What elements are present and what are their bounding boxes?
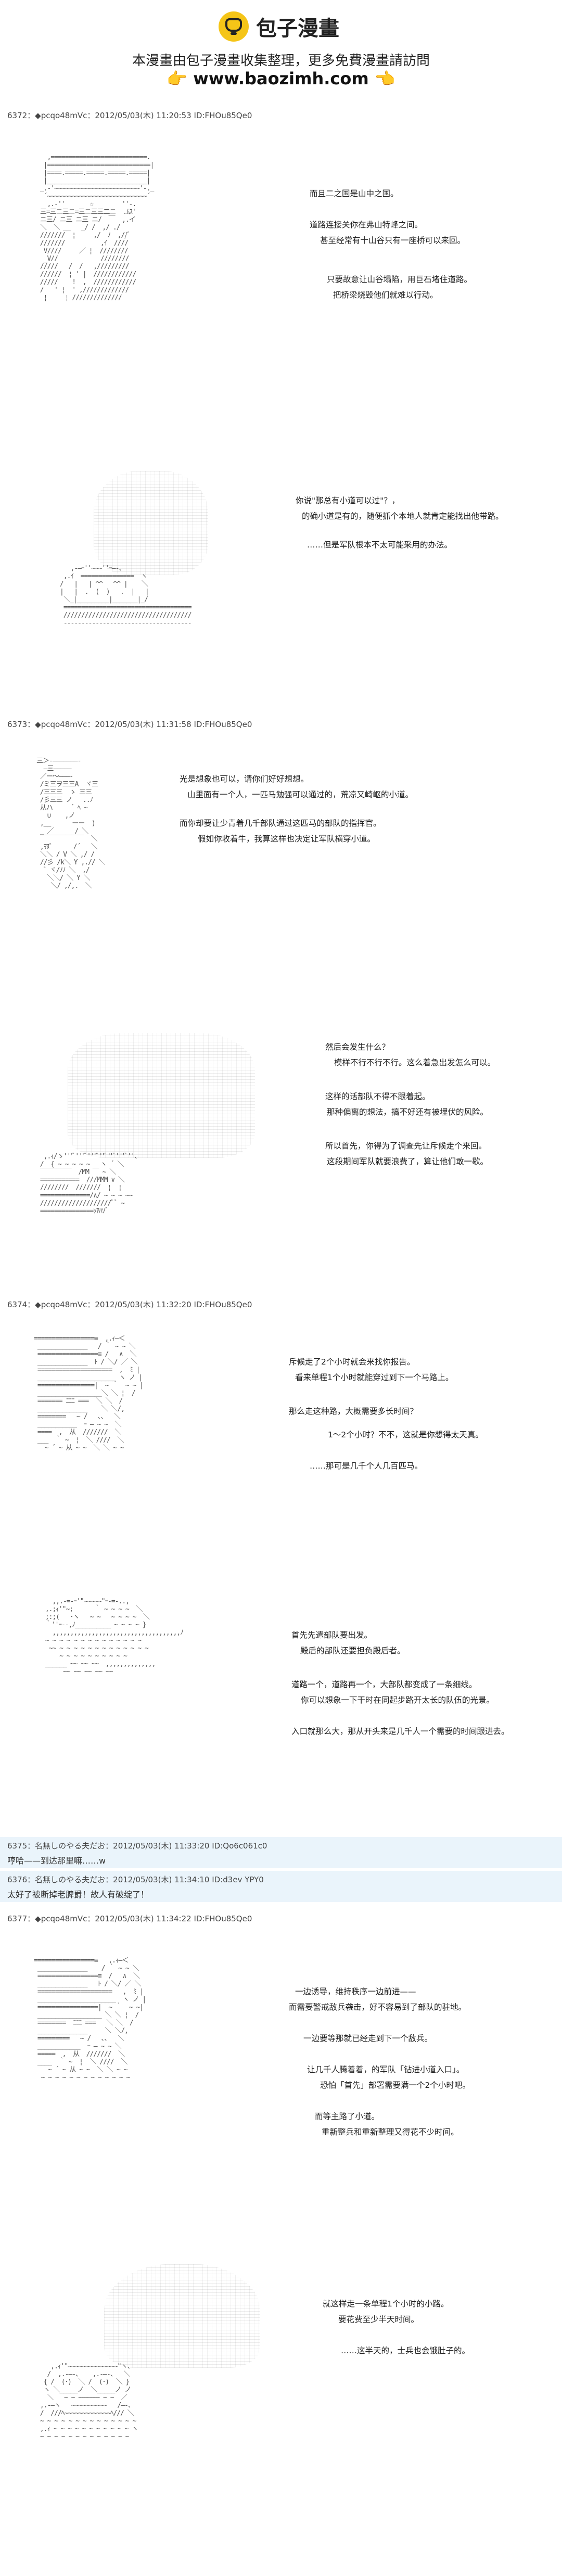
dialogue-line: 要花费至少半天时间。	[338, 2315, 419, 2324]
comic-panel: =================≡ ,.ｨ―＜ ______________ …	[0, 1925, 562, 2238]
dialogue-line: 一边诱导，维持秩序一边前进——	[295, 1987, 416, 1996]
pointing-right-icon: 👉	[167, 69, 188, 88]
dialogue-line: 让几千人腾着着，的军队「钻进小道入口」。	[307, 2065, 465, 2074]
site-header: 包子漫畫 本漫畫由包子漫畫收集整理，更多免費漫畫請訪問 👉 www.baozim…	[0, 0, 562, 104]
comic-panel: =================≡ ,.ｨ―＜ ______________ …	[0, 1311, 562, 1572]
logo-text: 包子漫畫	[256, 17, 339, 41]
dialogue-line: 看来单程1个小时就能穿过到下一个马路上。	[295, 1373, 454, 1382]
pointing-left-icon: 👈	[374, 69, 395, 88]
ascii-art: ,.ｨ/ゝ'''ﾞ'''ﾞ'''ﾞ''ﾞ''ﾞ'''ﾞ''、 / { ~ ~ ~…	[40, 1153, 141, 1215]
dialogue-line: 的确小道是有的，随便抓个本地人就肯定能找出他带路。	[302, 512, 504, 521]
ascii-art	[94, 471, 208, 575]
ascii-art: =================≡ ,.ｨ―＜ ______________ …	[34, 1957, 146, 2082]
comic-panel: ,,.-=‐ｰ'"~~~~~"ｰ‐=-.., ,.;ｨ'"~; ｀ ~ ~ ~ …	[0, 1577, 562, 1827]
dialogue-line: 模样不行不行不行。这么着急出发怎么可以。	[334, 1058, 496, 1067]
dialogue-line: 一边要等那就已经走到下一个敌兵。	[303, 2034, 433, 2043]
dialogue-line: 这段期间军队就要浪费了，算让他们敢一歇。	[327, 1157, 489, 1166]
comic-panel: ,-―ｰ''~~~''ｰ―-、 ,.ｲ =============== ヽ / …	[0, 450, 562, 700]
dialogue-line: 这样的话部队不得不跟着起。	[325, 1092, 430, 1101]
ascii-art: ,.ｨ'"~~~~~~~~~~~~~~"ヽ、 / ,.-―-、 ,.-―-、 ＼…	[40, 2363, 138, 2441]
site-url[interactable]: www.baozimh.com	[193, 69, 369, 88]
reply-text: 哼哈——到达那里嘛……w	[7, 1856, 106, 1866]
dialogue-line: 道路一个，道路再一个，大部队都变成了一条细线。	[291, 1680, 477, 1689]
dialogue-line: 你可以想象一下干时在同起步路开太长的队伍的光景。	[301, 1695, 495, 1705]
post-header: 6376：名無しのやる夫だお：2012/05/03(木) 11:34:10 ID…	[7, 1875, 264, 1884]
dialogue-line: 而且二之国是山中之国。	[310, 189, 399, 198]
dialogue-line: 首先先遣部队要出发。	[291, 1630, 373, 1640]
ascii-art: 三＞-―――――――- ―三――――― ／ー～―――- /ミ三ヲ三三A ヾ三 /…	[36, 757, 106, 890]
reply-post: 6375：名無しのやる夫だお：2012/05/03(木) 11:33:20 ID…	[0, 1837, 562, 1868]
dialogue-line: 你说"那总有小道可以过"？，	[296, 496, 400, 505]
dialogue-line: 入口就那么大，那从开头来是几千人一个需要的时间跟进去。	[291, 1727, 509, 1736]
dialogue-line: 假如你收着牛，我算这样也决定让军队横穿小道。	[198, 834, 376, 844]
ascii-art	[68, 1033, 255, 1158]
dialogue-line: 恐怕「首先」部署需要满一个2个小时吧。	[320, 2081, 470, 2090]
reply-post: 6376：名無しのやる夫だお：2012/05/03(木) 11:34:10 ID…	[0, 1871, 562, 1902]
site-url-row[interactable]: 👉 www.baozimh.com 👈	[0, 69, 562, 88]
post: 6372：◆pcqo48mVc：2012/05/03(木) 11:20:53 I…	[0, 107, 562, 710]
dialogue-line: 就这样走一条单程1个小时的小路。	[323, 2299, 449, 2309]
ascii-art: ,===========================. |=========…	[40, 154, 154, 302]
post-header: 6373：◆pcqo48mVc：2012/05/03(木) 11:31:58 I…	[7, 720, 252, 729]
dialogue-line: 山里面有一个人，一匹马勉强可以通过的，荒凉又崎岖的小道。	[187, 790, 414, 799]
dialogue-line: 然后会发生什么？	[325, 1042, 390, 1052]
post-header: 6374：◆pcqo48mVc：2012/05/03(木) 11:32:20 I…	[7, 1300, 252, 1309]
tagline: 本漫畫由包子漫畫收集整理，更多免費漫畫請訪問	[132, 53, 430, 69]
dialogue-line: ……这半天的，士兵也会饿肚子的。	[341, 2346, 470, 2355]
dialogue-line: 殿后的部队还要担负殿后者。	[300, 1646, 405, 1655]
post: 6374：◆pcqo48mVc：2012/05/03(木) 11:32:20 I…	[0, 1296, 562, 1832]
dialogue-line: 光是想象也可以，请你们好好想想。	[180, 774, 309, 784]
post-header: 6372：◆pcqo48mVc：2012/05/03(木) 11:20:53 I…	[7, 111, 252, 120]
reply-text: 太好了被断掉老脾爵！故人有破绽了！	[7, 1890, 149, 1899]
post-header: 6377：◆pcqo48mVc：2012/05/03(木) 11:34:22 I…	[7, 1914, 252, 1923]
dialogue-line: 1～2个小时？不不，这就是你想得太天真。	[328, 1430, 483, 1439]
post: 6373：◆pcqo48mVc：2012/05/03(木) 11:31:58 I…	[0, 716, 562, 1291]
comic-panel: ,.ｨ'"~~~~~~~~~~~~~~"ヽ、 / ,.-―-、 ,.-―-、 ＼…	[0, 2248, 562, 2560]
dialogue-line: 重新整兵和重新整理又得花不少时间。	[322, 2127, 459, 2137]
dialogue-line: ……那可是几千个人几百匹马。	[310, 1461, 423, 1471]
bun-logo-icon	[219, 11, 249, 42]
dialogue-line: 甚至经常有十山谷只有一座桥可以来回。	[320, 236, 466, 245]
ascii-art	[104, 2264, 260, 2368]
post: 6377：◆pcqo48mVc：2012/05/03(木) 11:34:22 I…	[0, 1910, 562, 2571]
dialogue-line: 道路连接关你在弗山特峰之间。	[310, 220, 423, 229]
dialogue-line: 斥候走了2个小时就会来找你报告。	[289, 1357, 415, 1367]
dialogue-line: 而需要警戒敌兵袭击，好不容易到了部队的驻地。	[289, 2003, 467, 2012]
dialogue-line: 那种偏离的想法，搞不好还有被埋伏的风险。	[327, 1107, 489, 1117]
logo[interactable]: 包子漫畫	[219, 11, 339, 42]
comic-panel: 三＞-―――――――- ―三――――― ／ー～―――- /ミ三ヲ三三A ヾ三 /…	[0, 731, 562, 1007]
post-header: 6375：名無しのやる夫だお：2012/05/03(木) 11:33:20 ID…	[7, 1841, 267, 1851]
dialogue-line: 只要故意让山谷塌陷，用巨石堵住道路。	[327, 275, 472, 284]
dialogue-line: 那么走这种路，大概需要多长时间？	[289, 1407, 418, 1416]
comic-panel: ,===========================. |=========…	[0, 122, 562, 445]
ascii-art: =================≡ ,.ｨ―＜ ______________ …	[34, 1335, 144, 1452]
dialogue-line: 而等主路了小道。	[315, 2112, 380, 2121]
ascii-art: ,-―ｰ''~~~''ｰ―-、 ,.ｲ =============== ヽ / …	[60, 565, 192, 627]
ascii-art: ,,.-=‐ｰ'"~~~~~"ｰ‐=-.., ,.;ｨ'"~; ｀ ~ ~ ~ …	[45, 1598, 184, 1676]
comic-panel: ,.ｨ/ゝ'''ﾞ'''ﾞ'''ﾞ''ﾞ''ﾞ'''ﾞ''、 / { ~ ~ ~…	[0, 1012, 562, 1283]
dialogue-line: ……但是军队根本不太可能采用的办法。	[307, 540, 453, 550]
dialogue-line: 而你却要让少青着几千部队通过这匹马的部队的指挥官。	[180, 819, 381, 828]
dialogue-line: 把桥梁烧毁他们就难以行动。	[333, 290, 438, 300]
dialogue-line: 所以首先，你得为了调查先让斥候走个来回。	[325, 1141, 487, 1151]
